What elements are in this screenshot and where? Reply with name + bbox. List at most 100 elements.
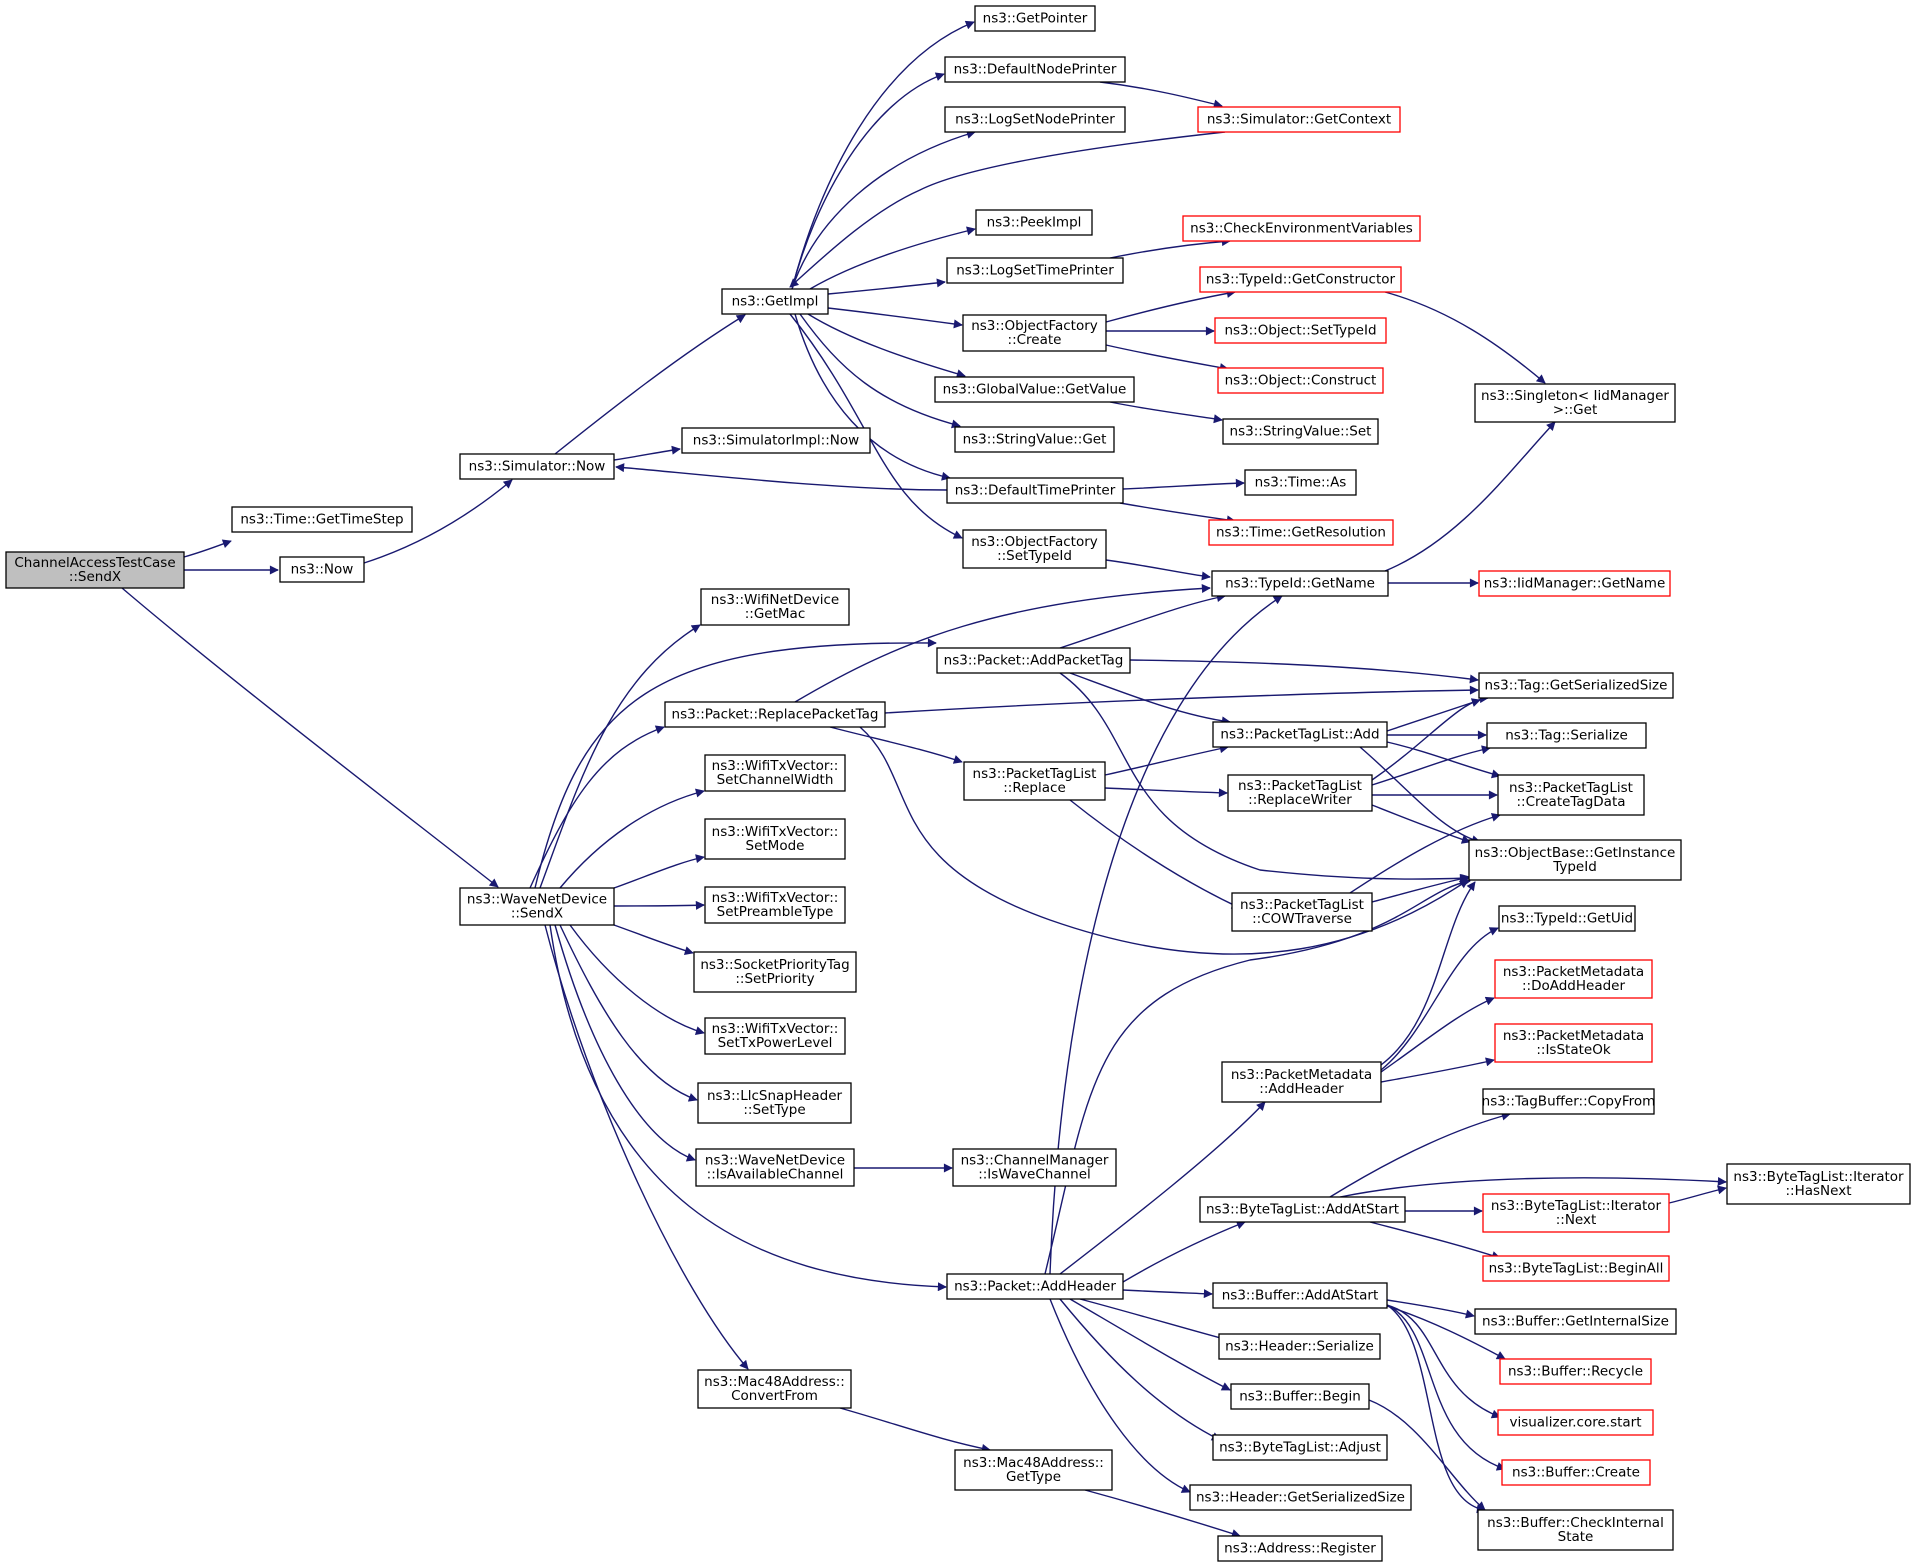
- edge-replacepackettag-to-typeid_getname: [794, 583, 1211, 703]
- node-tagbuffer-copyfrom[interactable]: ns3::TagBuffer::CopyFrom: [1482, 1088, 1656, 1115]
- node-buffer-begin[interactable]: ns3::Buffer::Begin: [1230, 1383, 1370, 1410]
- node-logsetnodeprinter[interactable]: ns3::LogSetNodePrinter: [944, 106, 1126, 133]
- node-btl-adjust[interactable]: ns3::ByteTagList::Adjust: [1212, 1434, 1388, 1461]
- node-defaultnodeprinter[interactable]: ns3::DefaultNodePrinter: [944, 56, 1126, 83]
- node-box: [1468, 839, 1682, 881]
- edge-btl_addatstart-to-tagbuffer_copyfrom: [1329, 1111, 1511, 1198]
- node-socketprio-set[interactable]: ns3::SocketPriorityTag::SetPriority: [693, 951, 857, 993]
- node-box: [1244, 469, 1357, 496]
- node-checkenv[interactable]: ns3::CheckEnvironmentVariables: [1182, 215, 1421, 242]
- node-ptl-createtagdata[interactable]: ns3::PacketTagList::CreateTagData: [1497, 774, 1645, 816]
- node-logsettimeprinter[interactable]: ns3::LogSetTimePrinter: [946, 257, 1124, 284]
- node-wtx-setchannelwidth[interactable]: ns3::WifiTxVector::SetChannelWidth: [704, 754, 846, 792]
- node-header-serialize[interactable]: ns3::Header::Serialize: [1218, 1333, 1381, 1360]
- node-label: ::Replace: [1003, 780, 1066, 796]
- node-ptl-add[interactable]: ns3::PacketTagList::Add: [1212, 721, 1388, 748]
- node-box: [681, 427, 871, 454]
- node-label: ns3::PacketMetadata: [1231, 1067, 1372, 1083]
- node-mac48-gettype[interactable]: ns3::Mac48Address::GetType: [954, 1449, 1113, 1491]
- edge-gv_getvalue-to-sv_set: [1109, 401, 1223, 424]
- node-pm-isstateok[interactable]: ns3::PacketMetadata::IsStateOk: [1494, 1023, 1653, 1063]
- node-address-register[interactable]: ns3::Address::Register: [1217, 1535, 1383, 1562]
- node-wtx-settxpower[interactable]: ns3::WifiTxVector::SetTxPowerLevel: [704, 1017, 846, 1055]
- edge-getconstructor-to-singleton_get: [1384, 291, 1546, 384]
- node-wave-isavailable[interactable]: ns3::WaveNetDevice::IsAvailableChannel: [695, 1148, 855, 1187]
- node-wtx-setpreamble[interactable]: ns3::WifiTxVector::SetPreambleType: [704, 886, 846, 924]
- node-label: ns3::WifiNetDevice: [711, 592, 839, 608]
- node-obj-construct[interactable]: ns3::Object::Construct: [1217, 367, 1384, 394]
- node-box: [1214, 317, 1387, 344]
- node-tag-getsersize[interactable]: ns3::Tag::GetSerializedSize: [1478, 672, 1674, 699]
- node-typeid-getname[interactable]: ns3::TypeId::GetName: [1211, 570, 1389, 597]
- node-wtx-setmode[interactable]: ns3::WifiTxVector::SetMode: [704, 818, 846, 860]
- node-ptl-replacewriter[interactable]: ns3::PacketTagList::ReplaceWriter: [1227, 774, 1373, 812]
- node-label: ns3::TypeId::GetConstructor: [1206, 272, 1396, 288]
- node-buffer-getinternalsize[interactable]: ns3::Buffer::GetInternalSize: [1474, 1308, 1677, 1335]
- node-packet-addheader[interactable]: ns3::Packet::AddHeader: [946, 1273, 1124, 1300]
- edge-getimpl-to-defaulttimeprinter: [794, 313, 951, 481]
- node-sv-get[interactable]: ns3::StringValue::Get: [954, 426, 1115, 453]
- node-label: ns3::Tag::GetSerializedSize: [1485, 678, 1668, 694]
- node-box: [1474, 383, 1676, 423]
- node-mac48-convertfrom[interactable]: ns3::Mac48Address::ConvertFrom: [697, 1369, 852, 1409]
- node-addpackettag[interactable]: ns3::Packet::AddPacketTag: [936, 647, 1131, 674]
- node-ptl-replace[interactable]: ns3::PacketTagList::Replace: [963, 761, 1106, 801]
- node-box: [1227, 774, 1373, 812]
- node-label: ::AddHeader: [1259, 1081, 1344, 1097]
- node-getconstructor[interactable]: ns3::TypeId::GetConstructor: [1199, 266, 1402, 293]
- edge-addpackettag-to-typeid_getname: [1059, 593, 1226, 649]
- node-chmgr-iswave[interactable]: ns3::ChannelManager::IsWaveChannel: [952, 1148, 1117, 1187]
- node-btl-iter-hasnext[interactable]: ns3::ByteTagList::Iterator::HasNext: [1726, 1163, 1911, 1205]
- node-buffer-addatstart[interactable]: ns3::Buffer::AddAtStart: [1212, 1282, 1388, 1309]
- node-header-getsersize[interactable]: ns3::Header::GetSerializedSize: [1189, 1484, 1412, 1511]
- edge-ptl_replace-to-ptl_add: [1104, 744, 1229, 776]
- node-obj-settypeid[interactable]: ns3::Object::SetTypeId: [1214, 317, 1387, 344]
- node-sv-set[interactable]: ns3::StringValue::Set: [1222, 418, 1379, 445]
- node-replacepackettag[interactable]: ns3::Packet::ReplacePacketTag: [664, 701, 886, 728]
- node-gv-getvalue[interactable]: ns3::GlobalValue::GetValue: [934, 376, 1135, 403]
- node-root[interactable]: ChannelAccessTestCase::SendX: [5, 551, 185, 589]
- node-box: [1197, 106, 1401, 133]
- node-defaulttimeprinter[interactable]: ns3::DefaultTimePrinter: [946, 477, 1124, 504]
- edge-packet_addheader-to-buffer_addatstart: [1122, 1289, 1213, 1299]
- node-tag-serialize[interactable]: ns3::Tag::Serialize: [1486, 722, 1647, 749]
- node-of-create[interactable]: ns3::ObjectFactory::Create: [962, 314, 1107, 352]
- node-wifinet-getmac[interactable]: ns3::WifiNetDevice::GetMac: [700, 588, 850, 626]
- node-btl-beginall[interactable]: ns3::ByteTagList::BeginAll: [1482, 1255, 1670, 1282]
- node-getimpl[interactable]: ns3::GetImpl: [721, 288, 829, 315]
- node-iid-getname[interactable]: ns3::IidManager::GetName: [1478, 570, 1671, 597]
- node-time-gettimestep[interactable]: ns3::Time::GetTimeStep: [231, 506, 413, 533]
- node-getpointer[interactable]: ns3::GetPointer: [974, 5, 1096, 32]
- node-pm-doaddheader[interactable]: ns3::PacketMetadata::DoAddHeader: [1494, 959, 1653, 999]
- edge-wave_sendx-to-wave_isavailable: [554, 924, 696, 1162]
- node-of-settypeid[interactable]: ns3::ObjectFactory::SetTypeId: [962, 529, 1107, 569]
- node-buffer-recycle[interactable]: ns3::Buffer::Recycle: [1499, 1358, 1652, 1385]
- node-getcontext[interactable]: ns3::Simulator::GetContext: [1197, 106, 1401, 133]
- node-btl-iter-next[interactable]: ns3::ByteTagList::Iterator::Next: [1482, 1193, 1670, 1233]
- node-btl-addatstart[interactable]: ns3::ByteTagList::AddAtStart: [1199, 1196, 1406, 1223]
- node-simimpl-now[interactable]: ns3::SimulatorImpl::Now: [681, 427, 871, 454]
- edge-of_create-to-getconstructor: [1105, 288, 1236, 323]
- node-wave-sendx[interactable]: ns3::WaveNetDevice::SendX: [459, 887, 615, 926]
- node-now[interactable]: ns3::Now: [279, 556, 365, 583]
- node-typeid-getuid[interactable]: ns3::TypeId::GetUid: [1498, 905, 1636, 932]
- node-label: ns3::ByteTagList::Adjust: [1219, 1440, 1381, 1456]
- node-ptl-cowtraverse[interactable]: ns3::PacketTagList::COWTraverse: [1231, 892, 1373, 932]
- node-singleton-get[interactable]: ns3::Singleton< IidManager>::Get: [1474, 383, 1676, 423]
- node-label: ns3::PeekImpl: [987, 215, 1082, 231]
- edge-btl_iter_next-to-btl_iter_hasnext: [1668, 1185, 1727, 1204]
- node-llcsnap-settype[interactable]: ns3::LlcSnapHeader::SetType: [697, 1082, 852, 1124]
- node-label: ::SetType: [743, 1102, 805, 1118]
- node-time-getresolution[interactable]: ns3::Time::GetResolution: [1208, 519, 1394, 546]
- node-simulator-now[interactable]: ns3::Simulator::Now: [459, 453, 615, 480]
- node-label: ns3::GetImpl: [732, 294, 819, 310]
- node-viz-start[interactable]: visualizer.core.start: [1497, 1409, 1654, 1436]
- node-buffer-create[interactable]: ns3::Buffer::Create: [1501, 1459, 1651, 1486]
- node-label: ns3::Time::GetTimeStep: [240, 512, 403, 528]
- node-peekimpl[interactable]: ns3::PeekImpl: [975, 209, 1093, 236]
- node-pm-addheader[interactable]: ns3::PacketMetadata::AddHeader: [1221, 1061, 1382, 1103]
- node-time-as[interactable]: ns3::Time::As: [1244, 469, 1357, 496]
- edge-of_settypeid-to-typeid_getname: [1105, 559, 1211, 581]
